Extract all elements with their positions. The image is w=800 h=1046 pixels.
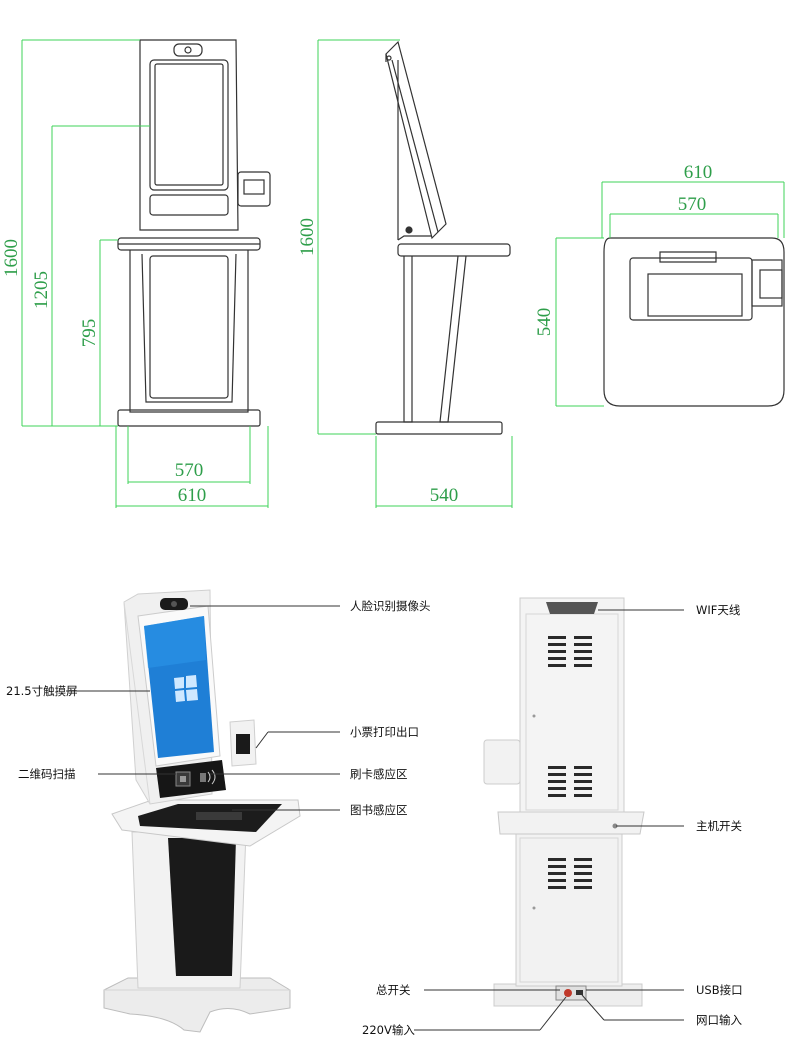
callout-book-reader: 图书感应区 <box>350 803 408 817</box>
windows-logo-icon <box>174 675 198 702</box>
kiosk-front-render <box>103 589 301 1033</box>
card-wave-icon <box>200 769 216 785</box>
callout-network-input: 网口输入 <box>696 1013 742 1027</box>
qr-scanner-icon <box>175 771 191 787</box>
kiosk-back-render <box>483 597 645 1007</box>
callout-touchscreen: 21.5寸触摸屏 <box>6 684 78 698</box>
front-width-570: 570 <box>175 460 204 481</box>
callout-main-switch: 总开关 <box>376 983 411 997</box>
side-view-drawing <box>375 40 511 435</box>
back-callout-lines <box>414 609 684 1031</box>
top-width-610: 610 <box>684 162 713 183</box>
front-view-drawing <box>117 39 271 427</box>
top-dimension-lines <box>555 181 785 407</box>
callout-qr-scan: 二维码扫描 <box>18 767 76 781</box>
front-callout-lines <box>66 605 340 811</box>
front-height-1205: 1205 <box>31 271 52 309</box>
top-depth-540: 540 <box>534 308 555 337</box>
vents-upper <box>548 636 592 797</box>
callout-wifi-antenna: WIF天线 <box>696 603 741 617</box>
front-height-1600: 1600 <box>1 239 22 277</box>
callout-power-input: 220V输入 <box>362 1023 415 1037</box>
top-view-drawing <box>603 237 785 407</box>
top-width-570: 570 <box>678 194 707 215</box>
vents-lower <box>548 858 592 889</box>
side-depth-540: 540 <box>430 485 459 506</box>
front-width-610: 610 <box>178 485 207 506</box>
callout-usb-port: USB接口 <box>696 983 743 997</box>
front-dimension-lines <box>21 39 269 508</box>
callout-face-camera: 人脸识别摄像头 <box>350 599 431 613</box>
callout-card-reader: 刷卡感应区 <box>350 767 408 781</box>
front-height-795: 795 <box>79 319 100 348</box>
callout-host-switch: 主机开关 <box>696 819 742 833</box>
side-dimension-lines <box>317 39 513 508</box>
callout-receipt-printer: 小票打印出口 <box>350 725 419 739</box>
side-height-1600: 1600 <box>297 218 318 256</box>
